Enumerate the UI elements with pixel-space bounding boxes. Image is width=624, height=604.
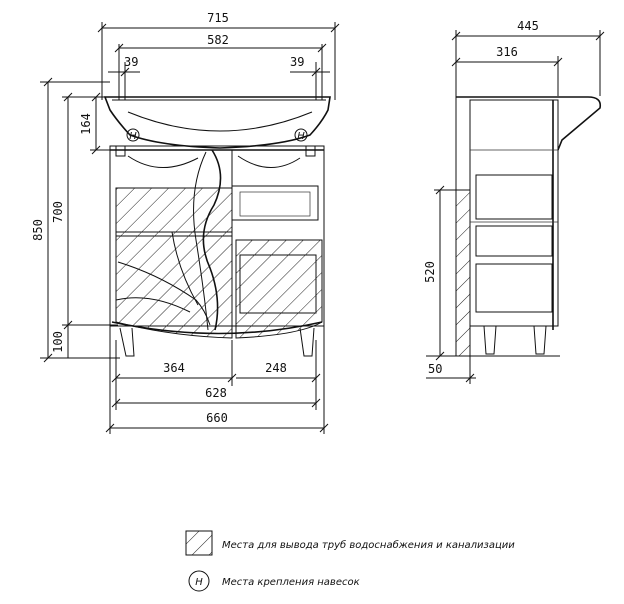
door-curve-leaf-1 <box>193 151 209 331</box>
legend-hanger-symbol: H <box>188 570 210 592</box>
drawer-top-right <box>231 185 319 221</box>
svg-text:H: H <box>297 131 305 142</box>
dim-depth-total: 445 <box>451 19 605 100</box>
dim-height-top: 164 <box>79 92 118 155</box>
label-445: 445 <box>517 19 539 33</box>
door-curve-leaf-4 <box>171 231 199 306</box>
side-leg-back <box>483 325 497 355</box>
label-39-left: 39 <box>124 55 138 69</box>
label-660: 660 <box>206 411 228 425</box>
dim-floor-offset: 50 <box>426 355 560 384</box>
door-curve-leaf-3 <box>115 297 191 313</box>
label-582: 582 <box>207 33 229 47</box>
label-850: 850 <box>31 219 45 241</box>
legend-hatch-text: Места для вывода труб водоснабжения и ка… <box>222 539 515 551</box>
door-curve-leaf-2 <box>117 261 211 326</box>
dim-left-section: 364 <box>111 340 237 410</box>
cabinet-bottom-curve <box>111 321 323 335</box>
side-countertop <box>456 96 602 151</box>
door-curve-main <box>202 149 222 331</box>
dim-offset-right: 39 <box>290 55 330 100</box>
side-leg-front <box>533 325 547 355</box>
label-100: 100 <box>51 331 65 353</box>
siphon-right <box>237 155 301 168</box>
dim-width-total: 715 <box>97 11 340 100</box>
leg-left <box>119 327 135 357</box>
dim-height-legs: 100 <box>51 325 69 358</box>
hanger-mark-right: H <box>294 128 308 142</box>
dim-right-section: 248 <box>236 340 321 410</box>
label-50: 50 <box>428 362 442 376</box>
leg-right <box>299 327 315 357</box>
side-drawer-mid <box>475 225 553 257</box>
label-715: 715 <box>207 11 229 25</box>
dim-depth-cabinet: 316 <box>451 45 563 96</box>
side-drawer-top <box>475 174 553 220</box>
pipe-zone-left <box>115 187 233 339</box>
drawer-bottom-right <box>239 254 317 314</box>
dim-body-width: 660 <box>105 326 329 434</box>
svg-text:H: H <box>195 577 203 588</box>
dim-offset-left: 39 <box>108 55 140 100</box>
legend-hatch-swatch <box>185 530 213 556</box>
dim-width-basin: 582 <box>114 33 327 100</box>
basin-bowl <box>127 111 313 132</box>
dim-inner-width: 628 <box>111 386 321 408</box>
label-39-right: 39 <box>290 55 304 69</box>
dim-pipe-zone-height: 520 <box>423 185 470 361</box>
label-164: 164 <box>79 113 93 135</box>
front-view: 715 582 39 39 850 <box>31 11 340 434</box>
bracket-left <box>115 145 126 157</box>
hanger-mark-left: H <box>126 128 140 142</box>
side-drawer-bottom <box>475 263 553 313</box>
legend: Места для вывода труб водоснабжения и ка… <box>185 530 515 592</box>
drawer-top-right-inner <box>239 191 311 217</box>
label-248: 248 <box>265 361 287 375</box>
side-wall-hatch <box>455 189 471 357</box>
label-700: 700 <box>51 201 65 223</box>
dim-height-total: 850 <box>31 77 120 363</box>
svg-text:H: H <box>129 131 137 142</box>
side-cabinet-body <box>469 99 559 327</box>
basin-outline <box>103 96 331 149</box>
label-364: 364 <box>163 361 185 375</box>
side-view: 445 316 520 <box>423 19 605 384</box>
siphon-left <box>127 155 199 168</box>
label-628: 628 <box>205 386 227 400</box>
bracket-right <box>305 145 316 157</box>
legend-hanger-text: Места крепления навесок <box>222 577 360 588</box>
label-520: 520 <box>423 261 437 283</box>
label-316: 316 <box>496 45 518 59</box>
